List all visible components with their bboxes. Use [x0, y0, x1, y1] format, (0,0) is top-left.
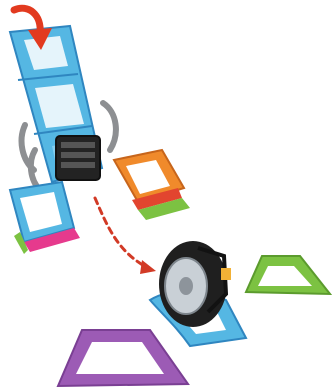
black-battery-block — [56, 136, 100, 180]
